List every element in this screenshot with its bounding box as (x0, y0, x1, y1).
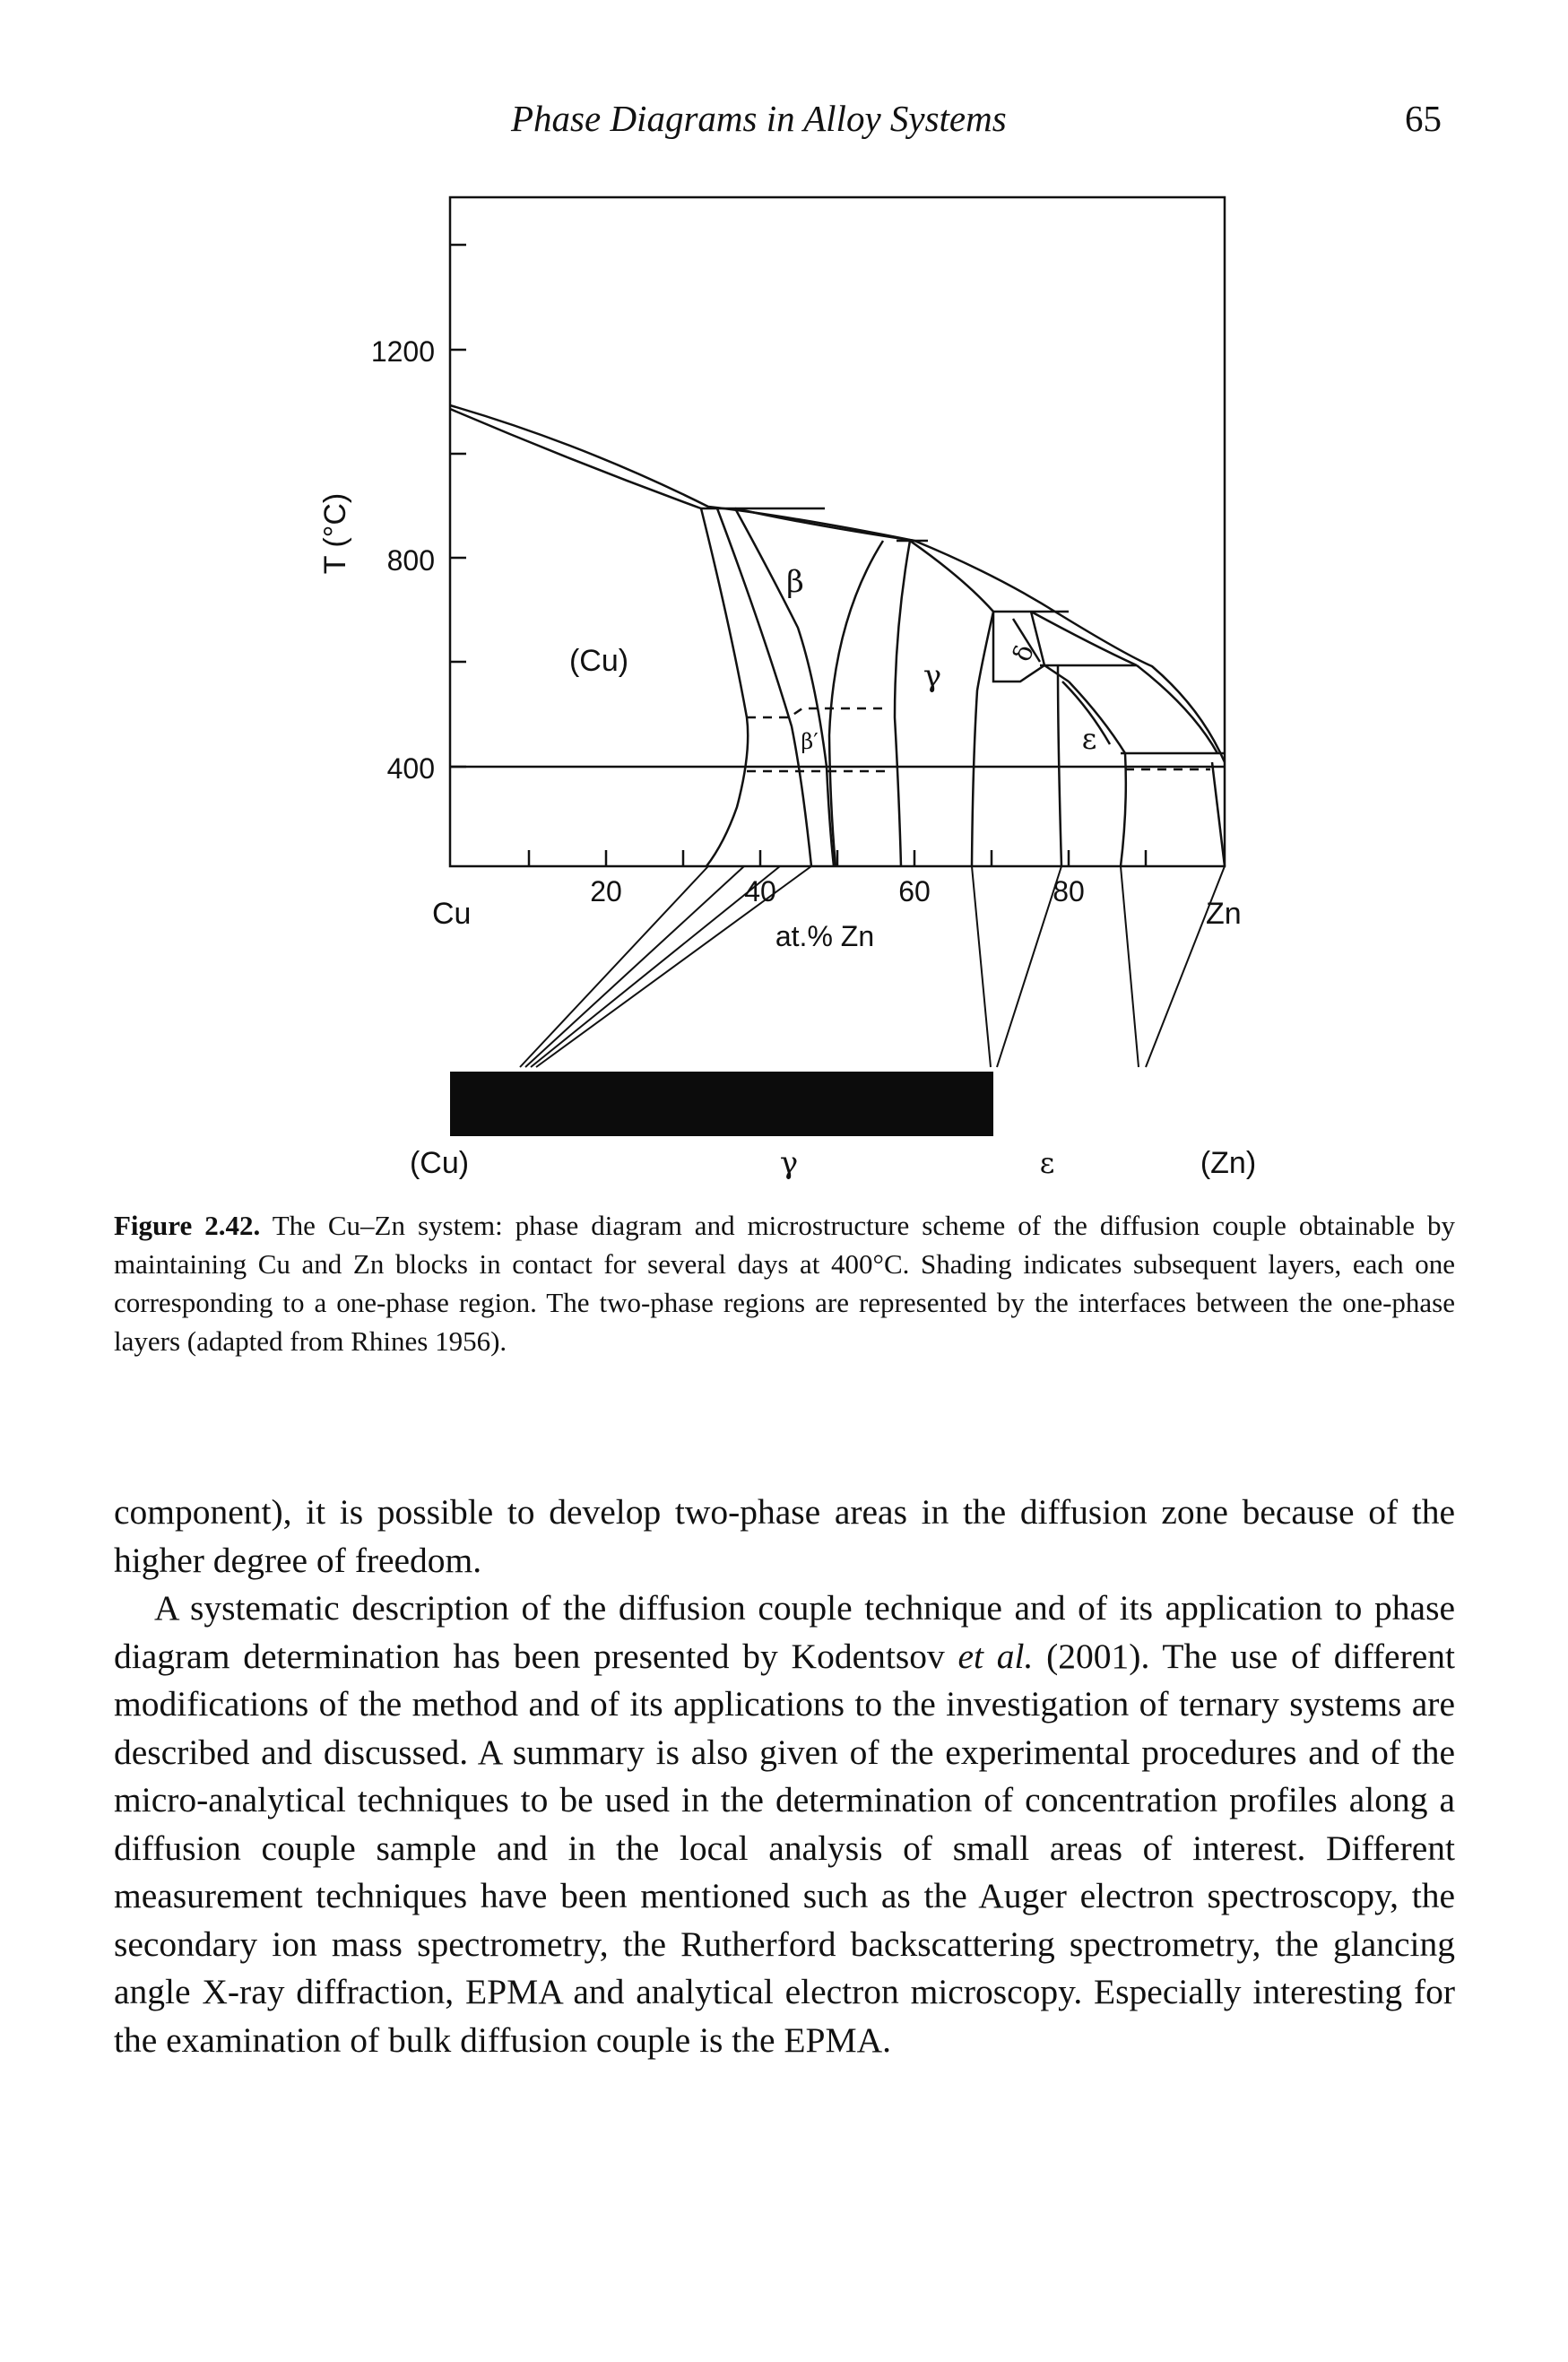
region-label-epsilon: ε (1082, 722, 1097, 756)
y-axis-ticks (450, 243, 466, 769)
x-tick-40: 40 (744, 875, 776, 907)
gamma-right-boundary (970, 611, 995, 867)
solidus-cu (449, 407, 702, 510)
et-al: et al. (957, 1636, 1034, 1676)
beta-left-boundary (715, 508, 813, 867)
beta-upper (734, 507, 915, 543)
x-axis-label: at.% Zn (775, 920, 874, 952)
x-tick-20: 20 (590, 875, 622, 907)
region-label-cu: (Cu) (569, 644, 628, 678)
y-tick-800: 800 (387, 544, 435, 577)
beta-right-boundary (733, 508, 836, 867)
epsilon-inner (1061, 681, 1112, 745)
x-tick-60: 60 (898, 875, 931, 907)
delta-right (1029, 611, 1046, 666)
figure-caption: Figure 2.42. The Cu–Zn system: phase dia… (114, 1206, 1455, 1360)
cu-zn-phase-diagram-figure: T (°C) 1200 800 400 Cu 20 40 60 80 Zn at… (318, 195, 1256, 1181)
running-head: Phase Diagrams in Alloy Systems 65 (0, 97, 1568, 151)
delta-region (992, 612, 1070, 683)
x-end-zn: Zn (1206, 897, 1242, 931)
running-title: Phase Diagrams in Alloy Systems (511, 98, 1007, 139)
beta-prime-ordering-line (747, 707, 883, 719)
epsilon-right-boundary (1068, 681, 1128, 867)
paragraph-2-rest: (2001). The use of different modificatio… (114, 1636, 1455, 2060)
caption-text: The Cu–Zn system: phase diagram and micr… (114, 1210, 1456, 1357)
delta-inner (1011, 618, 1042, 663)
layer-label-epsilon: ε (1040, 1146, 1055, 1180)
epsilon-left-boundary (1056, 664, 1063, 867)
x-tick-80: 80 (1053, 875, 1085, 907)
body-text: component), it is possible to develop tw… (114, 1489, 1455, 2064)
layer-label-cu: (Cu) (410, 1146, 469, 1180)
projection-lines (519, 865, 1226, 1068)
layer-bar-cu (450, 1072, 988, 1136)
gamma-upper (909, 539, 994, 612)
x-end-cu: Cu (432, 897, 471, 931)
gamma-left-inner (893, 540, 912, 867)
region-label-beta-prime: β′ (801, 729, 818, 754)
region-label-beta: β (786, 564, 804, 600)
region-label-gamma: γ (923, 658, 941, 694)
page-number: 65 (1405, 98, 1442, 139)
liquidus-curve (449, 404, 1226, 763)
layer-label-gamma: γ (780, 1145, 798, 1181)
x-axis-ticks (527, 850, 1148, 866)
cu-solvus (699, 508, 749, 867)
layer-label-zn: (Zn) (1200, 1146, 1256, 1180)
epsilon-upper (1136, 664, 1219, 754)
y-axis-label: T (°C) (318, 493, 352, 574)
y-tick-400: 400 (387, 752, 435, 785)
y-tick-1200: 1200 (371, 335, 435, 368)
zn-solvus (1210, 761, 1226, 867)
paragraph-2: A systematic description of the diffusio… (114, 1585, 1455, 2064)
gamma-left-boundary (827, 540, 885, 867)
layer-bar-gamma (988, 1072, 993, 1136)
paragraph-1: component), it is possible to develop tw… (114, 1492, 1455, 1580)
paragraph-2-start: A systematic description of the diffusio… (114, 1588, 1455, 1676)
figure-number: Figure 2.42. (114, 1210, 261, 1241)
region-label-delta: δ (1007, 641, 1040, 665)
delta-top (1030, 610, 1138, 667)
